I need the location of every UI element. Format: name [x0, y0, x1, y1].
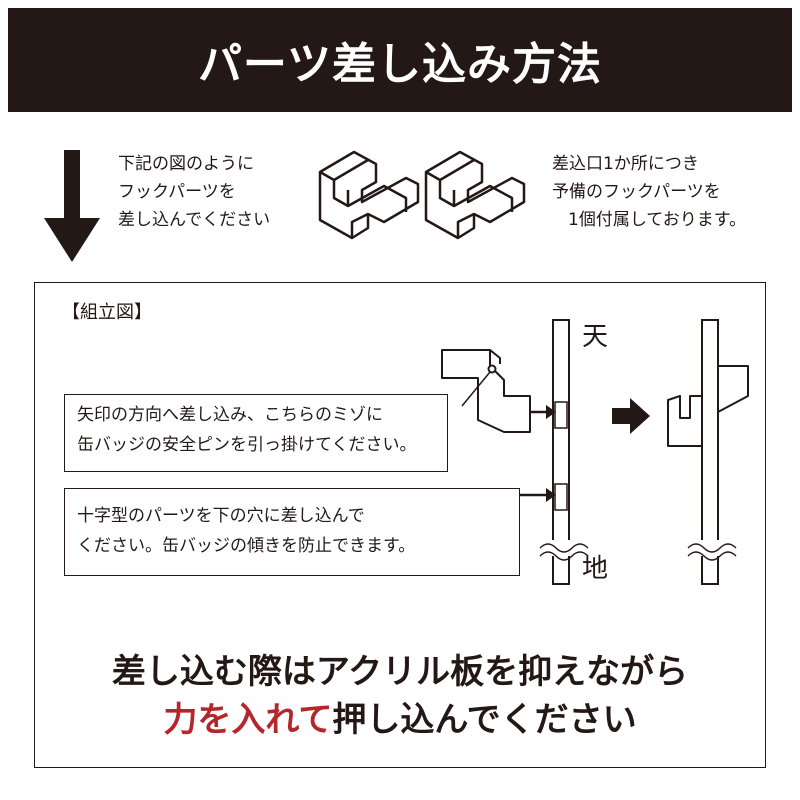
- callout-line: [461, 371, 491, 407]
- down-arrow-icon: [44, 150, 100, 262]
- acrylic-board-assembled: [701, 319, 719, 585]
- intro-left-line: フックパーツを: [118, 182, 236, 202]
- insert-arrow-icon: [530, 405, 556, 419]
- label-top: 天: [582, 322, 609, 352]
- upper-slot: [554, 401, 568, 429]
- hook-instruction-note: 矢印の方向へ差し込み、こちらのミゾに 缶バッジの安全ピンを引っ掛けてください。: [64, 394, 448, 472]
- footer-accent-text: 力を入れて: [163, 700, 333, 740]
- footer-rest-text: 押し込んでください: [332, 700, 637, 740]
- hook-part-icon: [318, 150, 420, 240]
- lower-slot: [554, 483, 568, 511]
- intro-right-line: 差込口1か所につき: [552, 154, 699, 174]
- break-mark-icon: [539, 551, 589, 561]
- header-banner: パーツ差し込み方法: [8, 8, 792, 112]
- label-bottom: 地: [582, 554, 609, 584]
- hook-side-view-icon: [441, 349, 531, 433]
- break-mark-icon: [687, 543, 737, 553]
- note-line: 十字型のパーツを下の穴に差し込んで: [77, 506, 365, 526]
- assembly-panel: [34, 282, 766, 768]
- footer-caution-line1: 差し込む際はアクリル板を抑えながら: [111, 652, 689, 692]
- break-mark-icon: [539, 543, 589, 553]
- intro-right-line: 予備のフックパーツを: [552, 182, 721, 202]
- note-line: ください。缶バッジの傾きを防止できます。: [77, 536, 416, 556]
- cross-instruction-note: 十字型のパーツを下の穴に差し込んで ください。缶バッジの傾きを防止できます。: [64, 488, 520, 576]
- hook-parts-illustration: [318, 150, 526, 240]
- note-line: 缶バッジの安全ピンを引っ掛けてください。: [77, 435, 417, 455]
- note-line: 矢印の方向へ差し込み、こちらのミゾに: [77, 405, 383, 425]
- page-title: パーツ差し込み方法: [197, 39, 603, 90]
- intro-left-line: 差し込んでください: [118, 210, 271, 230]
- intro-instructions: 下記の図のように フックパーツを 差し込んでください: [118, 150, 270, 234]
- break-mark-icon: [687, 551, 737, 561]
- spare-hook-part-icon: [424, 150, 526, 240]
- insert-arrow-icon: [514, 488, 556, 502]
- footer-caution-line2: 力を入れて押し込んでください: [0, 692, 800, 741]
- intro-left-line: 下記の図のように: [118, 154, 254, 174]
- spare-parts-note: 差込口1か所につき 予備のフックパーツを 1個付属しております。: [552, 150, 746, 234]
- inserted-hook-icon: [667, 365, 749, 447]
- intro-right-line: 1個付属しております。: [568, 210, 747, 230]
- assembly-label: 【組立図】: [62, 302, 152, 323]
- acrylic-board: [552, 319, 570, 585]
- result-arrow-icon: [612, 398, 650, 434]
